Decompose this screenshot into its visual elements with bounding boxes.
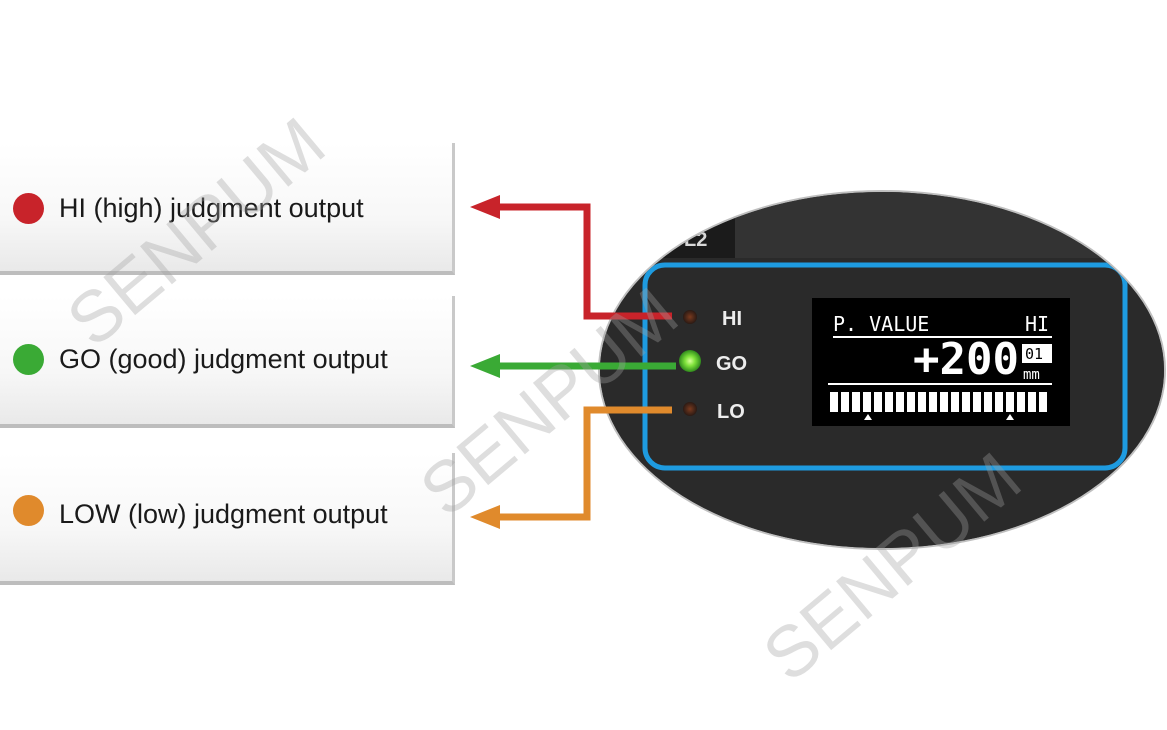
- lo-output-label-box: LOW (low) judgment output: [0, 453, 455, 585]
- bar-segment: [1039, 392, 1047, 412]
- bar-segment: [841, 392, 849, 412]
- bar-segment: [918, 392, 926, 412]
- hi-led-label: HI: [722, 308, 742, 330]
- bar-segment: [852, 392, 860, 412]
- bar-segment: [973, 392, 981, 412]
- bar-segment: [1017, 392, 1025, 412]
- go-arrow: [470, 354, 676, 378]
- bar-segment: [984, 392, 992, 412]
- device-panel: L2 HI GO LO P. VALUE HI +200 01 mm: [600, 192, 1164, 548]
- hi-arrow: [470, 195, 672, 320]
- lo-arrowhead-icon: [470, 505, 500, 529]
- upper-limit-marker-icon: [1006, 414, 1014, 420]
- lo-led-icon: [683, 402, 697, 416]
- hi-arrowhead-icon: [470, 195, 500, 219]
- go-arrowhead-icon: [470, 354, 500, 378]
- bar-segment: [962, 392, 970, 412]
- hi-output-label-box: HI (high) judgment output: [0, 143, 455, 275]
- bar-segment: [830, 392, 838, 412]
- lo-arrow: [470, 406, 672, 529]
- display-unit-top: 01: [1025, 345, 1043, 363]
- go-led-icon: [679, 350, 701, 372]
- go-green-dot-icon: [13, 344, 44, 375]
- display-judgment: HI: [1025, 312, 1049, 336]
- display-value: +200: [913, 334, 1019, 385]
- go-output-label-box: GO (good) judgment output: [0, 296, 455, 428]
- display-mode-label: P. VALUE: [833, 312, 929, 336]
- bar-segment: [907, 392, 915, 412]
- bar-segment: [896, 392, 904, 412]
- bar-segment: [863, 392, 871, 412]
- bar-segment: [929, 392, 937, 412]
- bar-segment: [995, 392, 1003, 412]
- lower-limit-marker-icon: [864, 414, 872, 420]
- hi-led-icon: [683, 310, 697, 324]
- bar-segment: [1006, 392, 1014, 412]
- bar-segment: [940, 392, 948, 412]
- bar-segment: [1028, 392, 1036, 412]
- lo-led-label: LO: [717, 401, 745, 423]
- hi-red-dot-icon: [13, 193, 44, 224]
- bar-segment: [885, 392, 893, 412]
- bar-segment: [951, 392, 959, 412]
- bar-graph: [830, 392, 1047, 412]
- hi-output-label: HI (high) judgment output: [59, 193, 364, 223]
- go-output-label: GO (good) judgment output: [59, 344, 388, 374]
- display-unit-bottom: mm: [1023, 367, 1040, 383]
- lo-orange-dot-icon: [13, 495, 44, 526]
- lo-output-label: LOW (low) judgment output: [59, 499, 388, 529]
- bar-segment: [874, 392, 882, 412]
- display-unit-box: [1022, 344, 1052, 363]
- go-led-label: GO: [716, 353, 747, 375]
